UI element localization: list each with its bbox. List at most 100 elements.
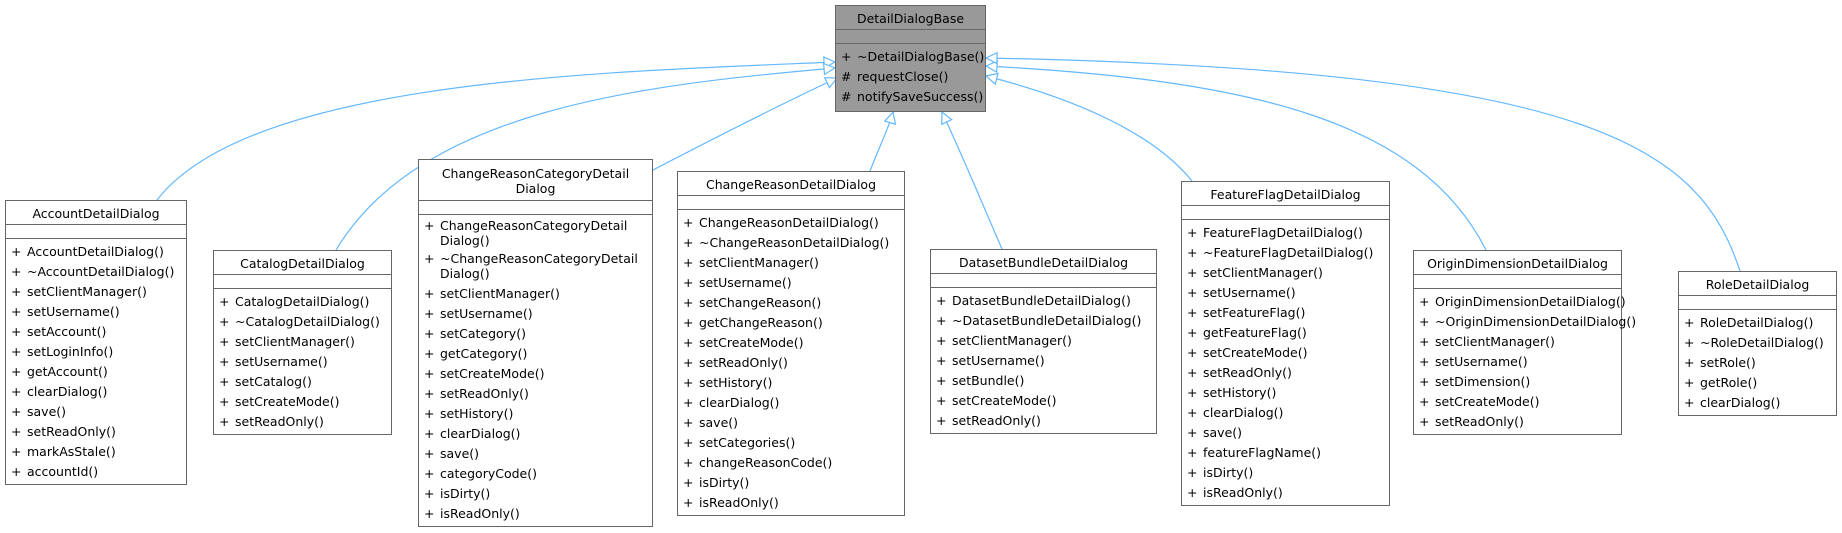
visibility-marker: +: [11, 344, 22, 359]
visibility-marker: +: [11, 404, 22, 419]
method-name: ~FeatureFlagDetailDialog(): [1203, 245, 1374, 260]
visibility-marker: +: [11, 264, 22, 279]
method-row: +getCategory(): [424, 344, 647, 364]
methods-compartment: +CatalogDetailDialog()+~CatalogDetailDia…: [214, 289, 391, 434]
method-row: +setReadOnly(): [219, 412, 386, 432]
method-row: +setCatalog(): [219, 372, 386, 392]
visibility-marker: +: [1419, 414, 1430, 429]
method-name: setReadOnly(): [1203, 365, 1292, 380]
visibility-marker: +: [1187, 365, 1198, 380]
inheritance-arrowhead: [823, 77, 839, 89]
class-change-reason-detail-dialog[interactable]: ChangeReasonDetailDialog+ChangeReasonDet…: [677, 171, 905, 516]
class-origin-dimension-detail-dialog[interactable]: OriginDimensionDetailDialog+OriginDimens…: [1413, 250, 1636, 435]
method-name: ~AccountDetailDialog(): [27, 264, 175, 279]
method-name: setUsername(): [1203, 285, 1296, 300]
method-row: + ~AccountDetailDialog(): [11, 262, 181, 282]
method-row: +setDimension(): [1419, 372, 1616, 392]
method-row: +setCreateMode(): [1419, 392, 1616, 412]
visibility-marker: +: [1187, 425, 1198, 440]
inheritance-arrowhead: [883, 110, 897, 125]
method-name: setReadOnly(): [952, 413, 1041, 428]
method-name: setReadOnly(): [1435, 414, 1524, 429]
method-name: getChangeReason(): [699, 315, 823, 330]
method-name: setCreateMode(): [952, 393, 1057, 408]
method-row: +~DetailDialogBase(): [841, 47, 984, 67]
visibility-marker: +: [11, 324, 22, 339]
methods-compartment: +OriginDimensionDetailDialog() + ~OriginDi…: [1414, 289, 1636, 434]
visibility-marker: +: [1419, 354, 1430, 369]
visibility-marker: +: [936, 353, 947, 368]
class-catalog-detail-dialog[interactable]: CatalogDetailDialog+CatalogDetailDialog(…: [213, 250, 392, 435]
method-name: setDimension(): [1435, 374, 1531, 389]
method-row: +setClientManager(): [11, 282, 181, 302]
method-name: clearDialog(): [1203, 405, 1284, 420]
visibility-marker: +: [219, 394, 230, 409]
method-name: isDirty(): [440, 486, 491, 501]
method-row: +setCreateMode(): [219, 392, 386, 412]
class-role-detail-dialog[interactable]: RoleDetailDialog+RoleDetailDialog()+~Rol…: [1678, 271, 1837, 416]
attributes-compartment: [214, 275, 391, 289]
visibility-marker: #: [841, 89, 852, 104]
inheritance-edge: [985, 65, 1487, 251]
visibility-marker: +: [1187, 385, 1198, 400]
method-row: +~CatalogDetailDialog(): [219, 312, 386, 332]
visibility-marker: +: [11, 304, 22, 319]
inheritance-edge: [985, 57, 1741, 272]
method-name: setClientManager(): [1435, 334, 1555, 349]
class-account-detail-dialog[interactable]: AccountDetailDialog+AccountDetailDialog(…: [5, 200, 187, 485]
visibility-marker: +: [936, 413, 947, 428]
class-dataset-bundle-detail-dialog[interactable]: DatasetBundleDetailDialog+DatasetBundleD…: [930, 249, 1157, 434]
visibility-marker: +: [424, 306, 435, 321]
inheritance-arrowhead: [984, 72, 999, 86]
inheritance-arrowhead: [984, 51, 998, 65]
method-name: clearDialog(): [699, 395, 780, 410]
attributes-compartment: [1679, 296, 1836, 310]
method-name: setHistory(): [1203, 385, 1277, 400]
class-detail-dialog-base[interactable]: DetailDialogBase+~DetailDialogBase()#req…: [835, 5, 986, 112]
visibility-marker: +: [1684, 355, 1695, 370]
visibility-marker: +: [1187, 245, 1198, 260]
method-name: setCreateMode(): [440, 366, 545, 381]
class-feature-flag-detail-dialog[interactable]: FeatureFlagDetailDialog+FeatureFlagDetai…: [1181, 181, 1390, 506]
visibility-marker: +: [424, 486, 435, 501]
method-name: setCreateMode(): [699, 335, 804, 350]
method-name: ~OriginDimensionDetailDialog(): [1435, 314, 1637, 329]
visibility-marker: +: [683, 355, 694, 370]
method-name: isDirty(): [1203, 465, 1254, 480]
visibility-marker: +: [424, 286, 435, 301]
visibility-marker: +: [936, 313, 947, 328]
method-row: +setUsername(): [11, 302, 181, 322]
method-row: +getChangeReason(): [683, 313, 899, 333]
method-name: setCategory(): [440, 326, 526, 341]
method-row: +ChangeReasonDetailDialog(): [683, 213, 899, 233]
method-row: +setCreateMode(): [683, 333, 899, 353]
method-name: setUsername(): [952, 353, 1045, 368]
methods-compartment: +RoleDetailDialog()+~RoleDetailDialog()+…: [1679, 310, 1836, 415]
method-row: +setClientManager(): [1419, 332, 1616, 352]
method-row: +markAsStale(): [11, 442, 181, 462]
method-name: clearDialog(): [1700, 395, 1781, 410]
visibility-marker: +: [1187, 465, 1198, 480]
method-name: save(): [699, 415, 739, 430]
method-name: setClientManager(): [952, 333, 1072, 348]
methods-compartment: +DatasetBundleDetailDialog()+~DatasetBun…: [931, 288, 1156, 433]
method-name: isReadOnly(): [1203, 485, 1283, 500]
method-row: +setCreateMode(): [1187, 343, 1384, 363]
visibility-marker: +: [1187, 485, 1198, 500]
method-name: ~DetailDialogBase(): [857, 49, 985, 64]
visibility-marker: +: [683, 475, 694, 490]
method-row: +save(): [1187, 423, 1384, 443]
method-row: +OriginDimensionDetailDialog(): [1419, 292, 1626, 312]
method-row: +RoleDetailDialog(): [1684, 313, 1831, 333]
method-name: clearDialog(): [27, 384, 108, 399]
method-name: getFeatureFlag(): [1203, 325, 1307, 340]
method-name: setCatalog(): [235, 374, 312, 389]
visibility-marker: +: [424, 386, 435, 401]
method-name: getAccount(): [27, 364, 108, 379]
inheritance-arrowhead: [984, 60, 998, 74]
attributes-compartment: [931, 274, 1156, 288]
